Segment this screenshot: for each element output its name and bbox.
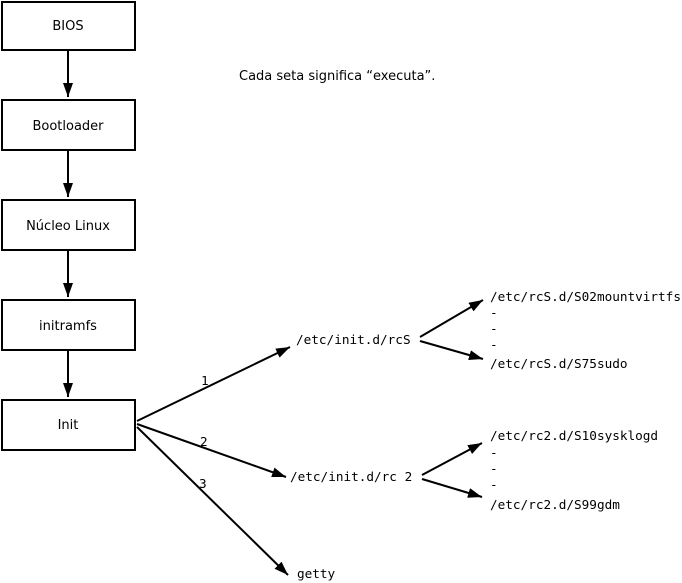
init-label: Init bbox=[58, 418, 79, 433]
init-box bbox=[1, 399, 136, 451]
flow-node-bootloader: Bootloader bbox=[1, 99, 136, 151]
rc2-first-script-label: /etc/rc2.d/S10sysklogd bbox=[490, 428, 658, 443]
rc2-last-script-label: /etc/rc2.d/S99gdm bbox=[490, 497, 620, 512]
rc2-target-label: /etc/init.d/rc 2 bbox=[290, 469, 412, 484]
rcs-dots-1: - bbox=[490, 305, 498, 320]
initramfs-box bbox=[1, 299, 136, 351]
bootloader-label: Bootloader bbox=[32, 119, 104, 134]
rcs-last-script-label: /etc/rcS.d/S75sudo bbox=[490, 356, 628, 371]
arrow-init-to-rcs bbox=[136, 346, 291, 422]
rcs-first-script-label: /etc/rcS.d/S02mountvirtfs bbox=[490, 289, 681, 304]
rc2-dots-3: - bbox=[490, 477, 498, 492]
bootloader-box bbox=[1, 99, 136, 151]
bios-box bbox=[1, 1, 136, 51]
kernel-label: Núcleo Linux bbox=[26, 219, 110, 234]
arrow-rc2-to-first-script bbox=[421, 442, 483, 476]
note-text: Cada seta significa “executa”. bbox=[239, 69, 435, 84]
rcs-target-label: /etc/init.d/rcS bbox=[296, 332, 411, 347]
branch-2-number: 2 bbox=[200, 434, 208, 449]
arrow-rcs-to-last-script bbox=[419, 340, 484, 360]
flow-node-bios: BIOS bbox=[1, 1, 136, 51]
rc2-dots-2: - bbox=[490, 461, 498, 476]
flow-node-kernel: Núcleo Linux bbox=[1, 199, 136, 251]
kernel-box bbox=[1, 199, 136, 251]
rcs-dots-2: - bbox=[490, 321, 498, 336]
branch-1-number: 1 bbox=[201, 373, 209, 388]
rc2-dots-1: - bbox=[490, 445, 498, 460]
branch-3-number: 3 bbox=[199, 476, 207, 491]
arrow-init-to-getty bbox=[136, 426, 289, 576]
rcs-dots-3: - bbox=[490, 337, 498, 352]
flow-node-initramfs: initramfs bbox=[1, 299, 136, 351]
initramfs-label: initramfs bbox=[39, 319, 97, 334]
arrow-rc2-to-last-script bbox=[421, 478, 483, 498]
arrow-rcs-to-first-script bbox=[419, 299, 484, 338]
flow-node-init: Init bbox=[1, 399, 136, 451]
getty-target-label: getty bbox=[297, 566, 336, 581]
arrow-init-to-rc2 bbox=[136, 423, 287, 478]
bios-label: BIOS bbox=[52, 19, 83, 34]
